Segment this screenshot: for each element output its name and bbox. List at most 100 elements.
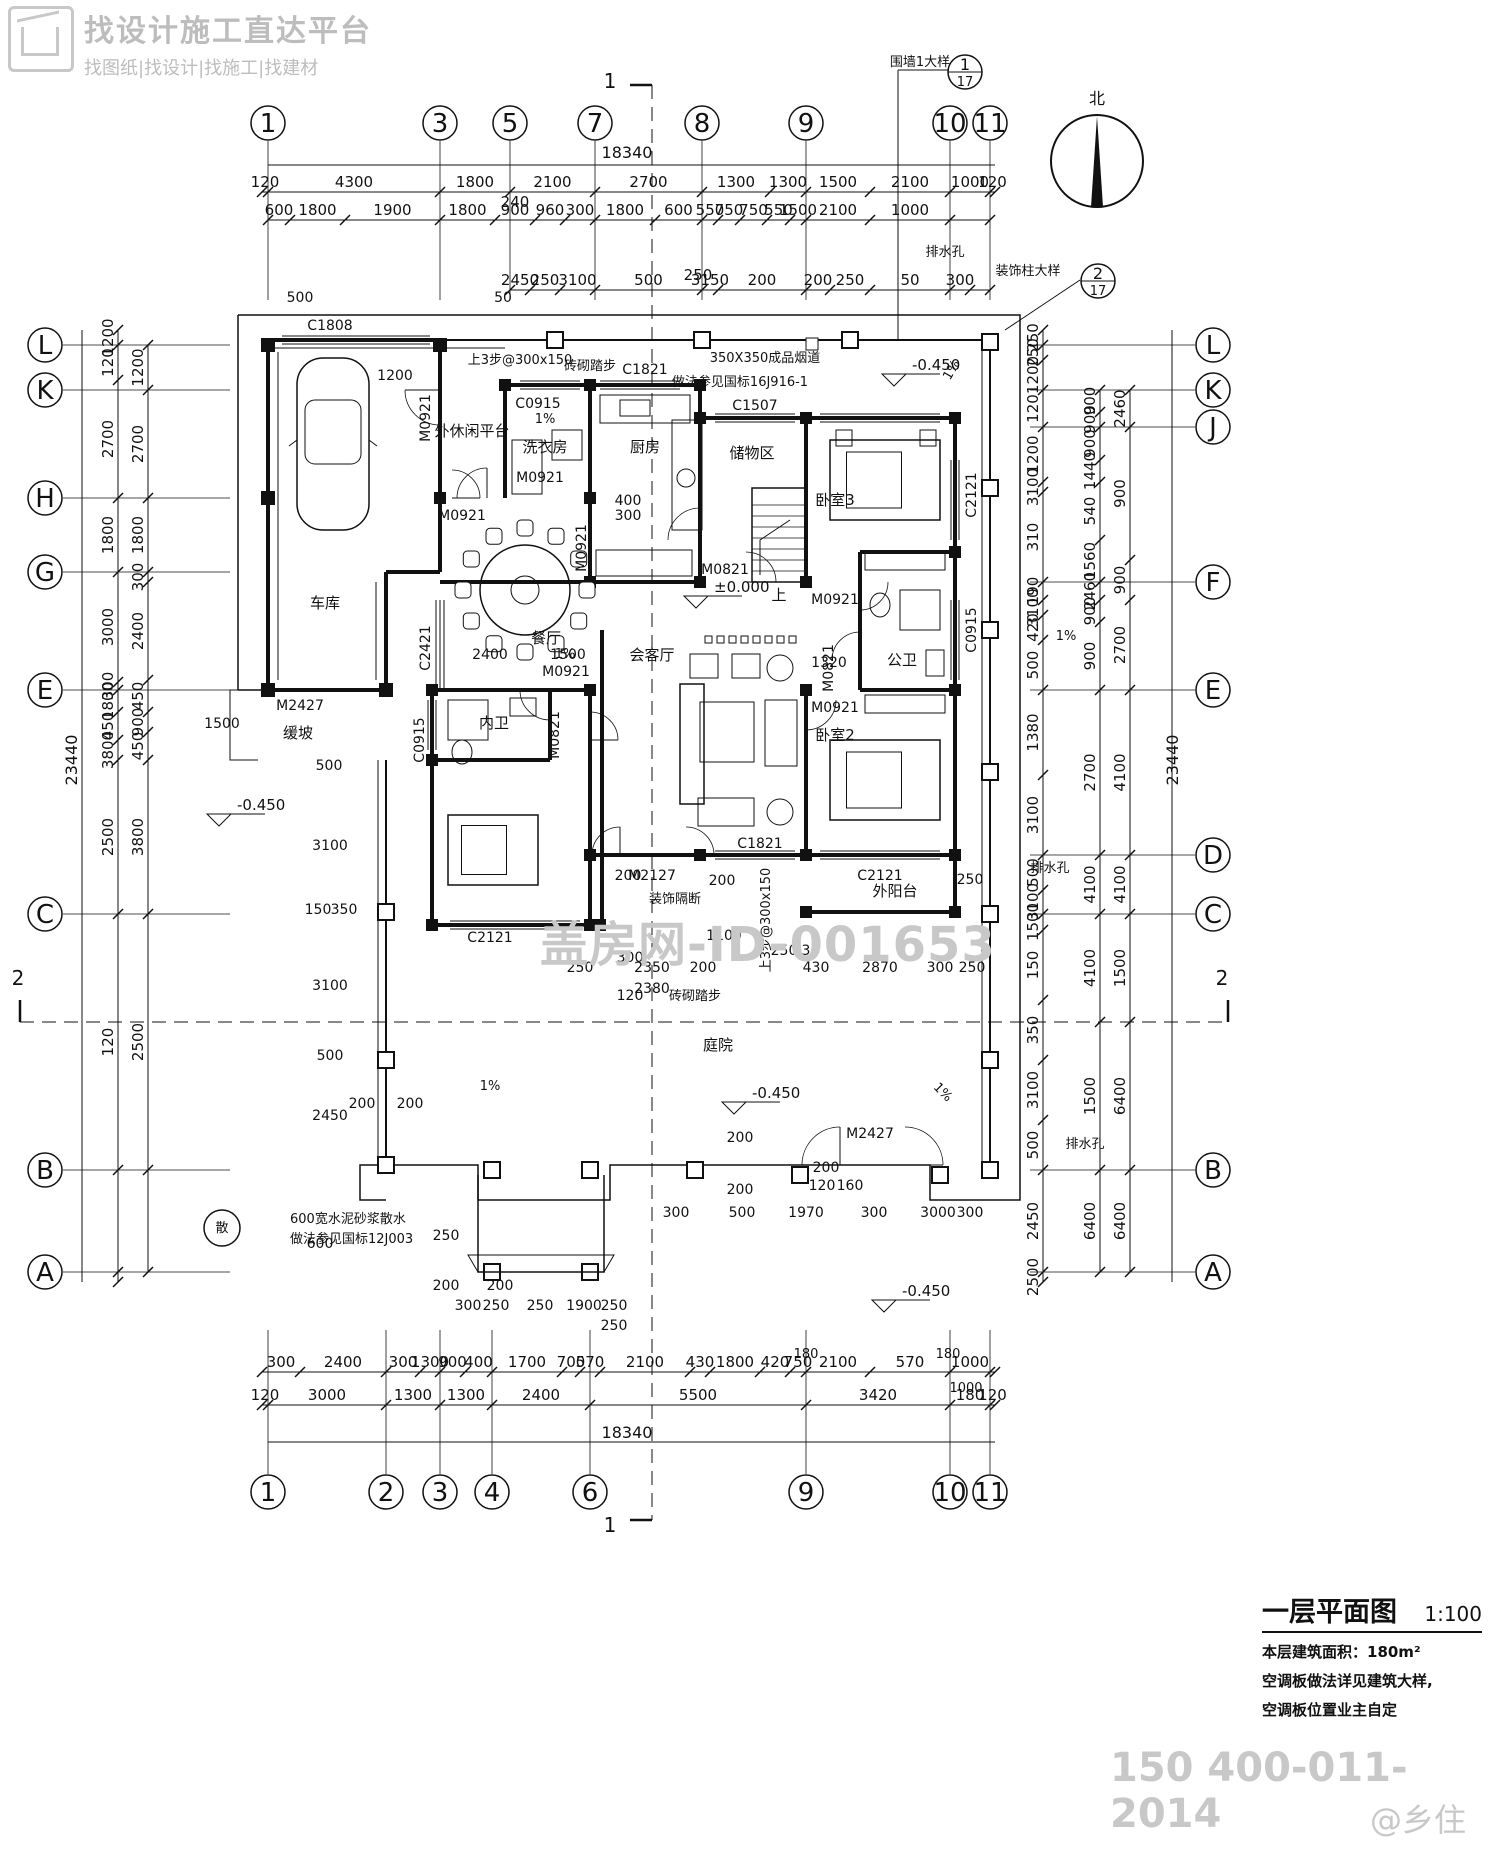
- dim-top-2-tick: [339, 214, 351, 226]
- dim-left-1-label: 1800: [99, 516, 117, 554]
- dim-bottom-2-label: 180: [956, 1386, 985, 1404]
- dim-right-2-label: 1560: [1081, 542, 1099, 580]
- dim-right-1-label: 3100: [1024, 588, 1042, 626]
- dim-right-1-label: 3100: [1024, 1071, 1042, 1109]
- dim-right-1-label: 3100: [1024, 796, 1042, 834]
- dim-bottom-1-tick: [486, 1366, 498, 1378]
- dim-right-2-tick: [1094, 384, 1106, 396]
- dim-right-1-label: 2450: [1024, 1202, 1042, 1240]
- dim-bottom-misc: 180: [936, 1347, 961, 1362]
- dim-top-3-label: 3150: [691, 271, 729, 289]
- dim-bottom-misc: 1000: [949, 1381, 982, 1396]
- inner-dim: 250: [771, 943, 798, 959]
- inner-dim: 300: [455, 1298, 482, 1314]
- dim-top-1-label: 1000: [951, 173, 989, 191]
- room-label-bed3: 卧室3: [815, 491, 855, 509]
- dim-right-1-tick: [1037, 1114, 1049, 1126]
- dining-chair: [462, 550, 480, 568]
- dim-right-3-label: 6400: [1111, 1202, 1129, 1240]
- dim-top-1-label: 1300: [717, 173, 755, 191]
- car-roof: [304, 399, 362, 465]
- grid-bubble-bottom-9: 9: [798, 1478, 815, 1508]
- decor-column: [686, 1161, 704, 1179]
- dim-top-1-label: 4300: [335, 173, 373, 191]
- dim-top-2-label: 900: [501, 201, 530, 219]
- dim-top-2-label: 1800: [606, 201, 644, 219]
- dim-top-3-label: 50: [900, 271, 919, 289]
- dim-left-2-tick: [142, 754, 154, 766]
- inner-dim: 250: [483, 1298, 510, 1314]
- dim-left-2-label: 1800: [129, 516, 147, 554]
- dim-top-3-tick: [944, 284, 956, 296]
- dim-bottom-1-tick: [704, 1366, 716, 1378]
- room-label-slope_btm: 缓坡: [283, 724, 313, 742]
- grid-bubble-bottom-1: 1: [260, 1478, 277, 1508]
- dim-left-2-tick: [142, 674, 154, 686]
- dim-top-1-label: 120: [251, 173, 280, 191]
- column: [584, 849, 596, 861]
- dim-top-2-label: 1500: [779, 201, 817, 219]
- dim-right-1-label: 500: [1024, 651, 1042, 680]
- column: [584, 684, 596, 696]
- stair-arrow: [759, 519, 791, 575]
- decor-column: [841, 331, 859, 349]
- dim-right-1-tick: [1037, 769, 1049, 781]
- column: [426, 919, 438, 931]
- decor-column: [377, 903, 395, 921]
- inner-dim: 200: [709, 873, 736, 889]
- dim-top-2-tick: [734, 214, 746, 226]
- dim-right-1-label: 350: [1024, 1016, 1042, 1045]
- dim-bottom-1-tick: [574, 1366, 586, 1378]
- dim-right-1-tick: [1037, 324, 1049, 336]
- dim-right-2-label: 1500: [1081, 1077, 1099, 1115]
- door-window-code: M0921: [418, 394, 434, 442]
- screen-element: [728, 635, 737, 644]
- sofa: [764, 699, 798, 767]
- column: [800, 849, 812, 861]
- dim-total-bottom: 18340: [602, 1423, 653, 1442]
- column: [594, 919, 606, 931]
- dim-left-1-label: 120: [99, 348, 117, 377]
- drawing-title: 一层平面图: [1262, 1597, 1397, 1628]
- dim-top-3-label: 3100: [558, 271, 596, 289]
- dim-bottom-misc: 180: [794, 1347, 819, 1362]
- decor-column: [483, 1161, 501, 1179]
- dim-left-1-tick: [112, 374, 124, 386]
- inner-dim: 1320: [811, 655, 847, 671]
- dim-right-1-label: 150: [1024, 951, 1042, 980]
- dim-right-1-tick: [1037, 486, 1049, 498]
- toilet-icon: [869, 592, 891, 618]
- dim-top-1-label: 1300: [769, 173, 807, 191]
- sink-icon: [619, 399, 651, 417]
- level-marker-icon: [682, 595, 710, 609]
- door-window-code: C1821: [737, 836, 782, 852]
- stove-icon: [676, 468, 696, 488]
- author-watermark: @乡住: [1370, 1801, 1467, 1839]
- garage-ramp: [229, 689, 258, 761]
- dim-top-3-tick: [504, 284, 516, 296]
- entry-step: [467, 1254, 615, 1273]
- dim-top-3-tick: [524, 284, 536, 296]
- dim-right-1-label: 1200: [1024, 356, 1042, 394]
- inner-dim: 500: [729, 1205, 756, 1221]
- grid-bubble-left-A: A: [36, 1258, 54, 1288]
- grid-bubble-right-E-circle: [1195, 672, 1231, 708]
- annotation-note: 散: [215, 1221, 228, 1236]
- dim-bottom-1-tick: [414, 1366, 426, 1378]
- center-watermark: 盖房网-ID-001653: [540, 917, 996, 973]
- dim-bottom-1-tick: [556, 1366, 568, 1378]
- inner-dim: 2870: [862, 960, 898, 976]
- dim-top-2-label: 1800: [448, 201, 486, 219]
- inner-dim: 500: [316, 758, 343, 774]
- dim-bottom-2-tick: [256, 1399, 268, 1411]
- dim-top-1-tick: [256, 186, 268, 198]
- grid-bubble-top-5-circle: [492, 105, 528, 141]
- annotation-note: 做法参见国标12J003: [290, 1231, 413, 1247]
- dim-bottom-1-label: 1000: [951, 1353, 989, 1371]
- dim-right-1-label: 1500: [1024, 903, 1042, 941]
- dim-right-1-label: 1200: [1024, 435, 1042, 473]
- dim-right-3-label: 2460: [1111, 389, 1129, 427]
- dim-top-3-tick: [712, 284, 724, 296]
- dim-left-1-label: 300: [99, 672, 117, 701]
- grid-bubble-bottom-1-circle: [250, 1474, 286, 1510]
